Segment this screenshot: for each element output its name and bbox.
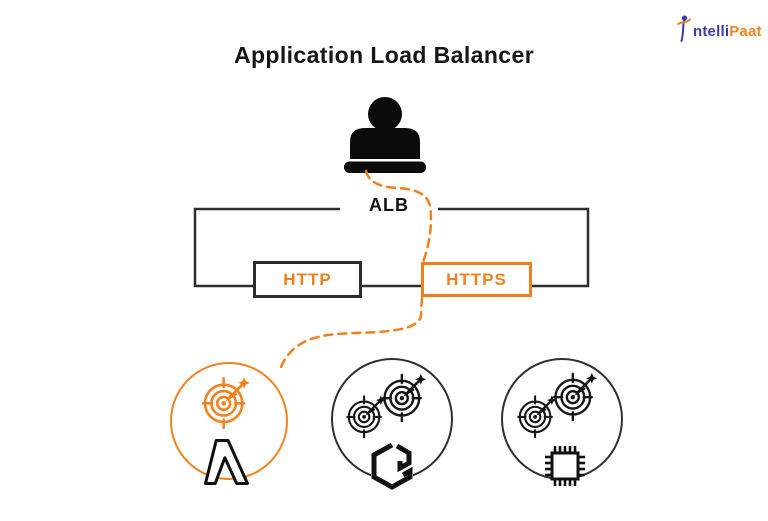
- dashed-link-https-to-lambda: [279, 296, 424, 369]
- target-group-lambda-circle: [170, 362, 288, 480]
- logo-text-secondary: Paat: [729, 22, 762, 40]
- http-listener-label: HTTP: [283, 269, 332, 289]
- https-listener-box: HTTPS: [421, 262, 532, 297]
- target-group-instance-circle: [501, 358, 623, 480]
- page-title: Application Load Balancer: [233, 42, 535, 68]
- http-listener-box: HTTP: [253, 261, 362, 298]
- https-listener-label: HTTPS: [446, 269, 507, 289]
- logo-text-primary: ntelli: [693, 22, 730, 40]
- jumping-person-icon: [676, 14, 692, 48]
- dashed-link-user-to-https: [364, 169, 433, 264]
- target-group-container-circle: [331, 358, 453, 480]
- alb-label: ALB: [369, 195, 409, 215]
- person-at-desk-icon: [344, 97, 426, 173]
